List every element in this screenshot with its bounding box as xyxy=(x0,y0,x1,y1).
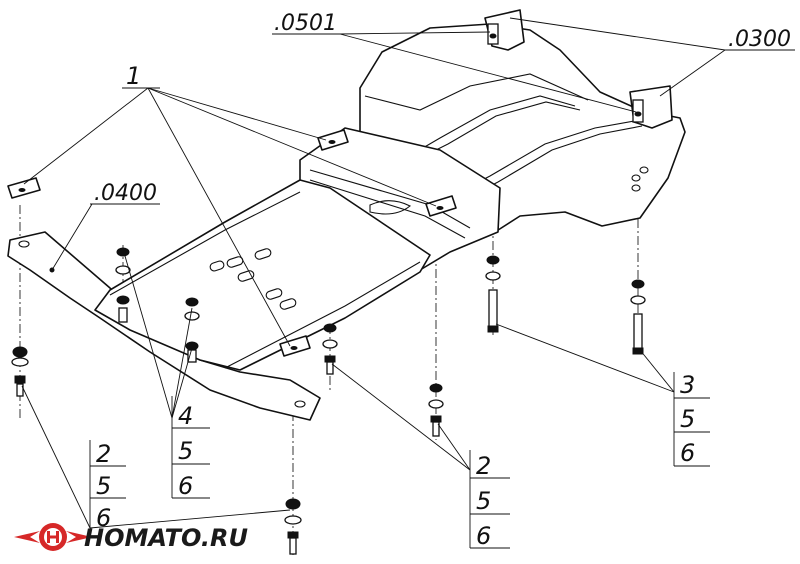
label-item-6-d: 6 xyxy=(96,504,111,532)
fastener-stack-item3-left xyxy=(485,255,501,333)
fastener-stack-center-right xyxy=(428,383,444,437)
callout-table-4-5-6 xyxy=(171,396,210,499)
label-part-0400: .0400 xyxy=(94,181,157,206)
label-item-5-a: 5 xyxy=(178,437,193,465)
label-item-6-a: 6 xyxy=(178,472,193,500)
fastener-stack-front-left xyxy=(11,346,29,397)
clip-nut-center-right xyxy=(425,195,457,217)
callout-table-3-5-6 xyxy=(673,372,710,467)
label-item-3: 3 xyxy=(680,371,695,399)
fastener-stack-item3-right xyxy=(630,279,646,355)
label-part-0501: .0501 xyxy=(274,11,337,36)
label-item-1: 1 xyxy=(126,62,141,90)
clip-nut-front-bottom xyxy=(279,335,311,357)
clip-nut-front-left xyxy=(7,177,41,199)
fastener-stack-item4-a xyxy=(115,247,131,323)
logo-wing-icon xyxy=(14,523,92,551)
label-item-6-b: 6 xyxy=(476,522,491,550)
front-skid-plate-0400 xyxy=(7,179,431,421)
fastener-stack-center xyxy=(322,323,338,375)
label-part-0300: .0300 xyxy=(728,27,791,52)
label-item-5-c: 5 xyxy=(680,405,695,433)
callout-table-2-5-6-left xyxy=(89,440,126,530)
callout-table-2-5-6-center xyxy=(469,450,510,549)
label-item-2-center: 2 xyxy=(476,452,491,480)
clip-nut-center-top xyxy=(317,129,349,151)
homato-logo: HOMATO.RU xyxy=(14,523,248,552)
mounting-bracket-0300-left xyxy=(484,9,525,51)
leader-lines xyxy=(21,17,795,529)
fastener-stack-bottom xyxy=(284,498,302,555)
mounting-bracket-0300-right xyxy=(629,85,673,129)
logo-text: HOMATO.RU xyxy=(84,524,248,552)
label-item-6-c: 6 xyxy=(680,439,695,467)
label-item-4: 4 xyxy=(178,402,193,430)
label-item-5-b: 5 xyxy=(476,487,491,515)
fastener-stack-item4-b xyxy=(184,297,200,363)
label-item-5-d: 5 xyxy=(96,472,111,500)
label-item-2-left: 2 xyxy=(96,440,111,468)
